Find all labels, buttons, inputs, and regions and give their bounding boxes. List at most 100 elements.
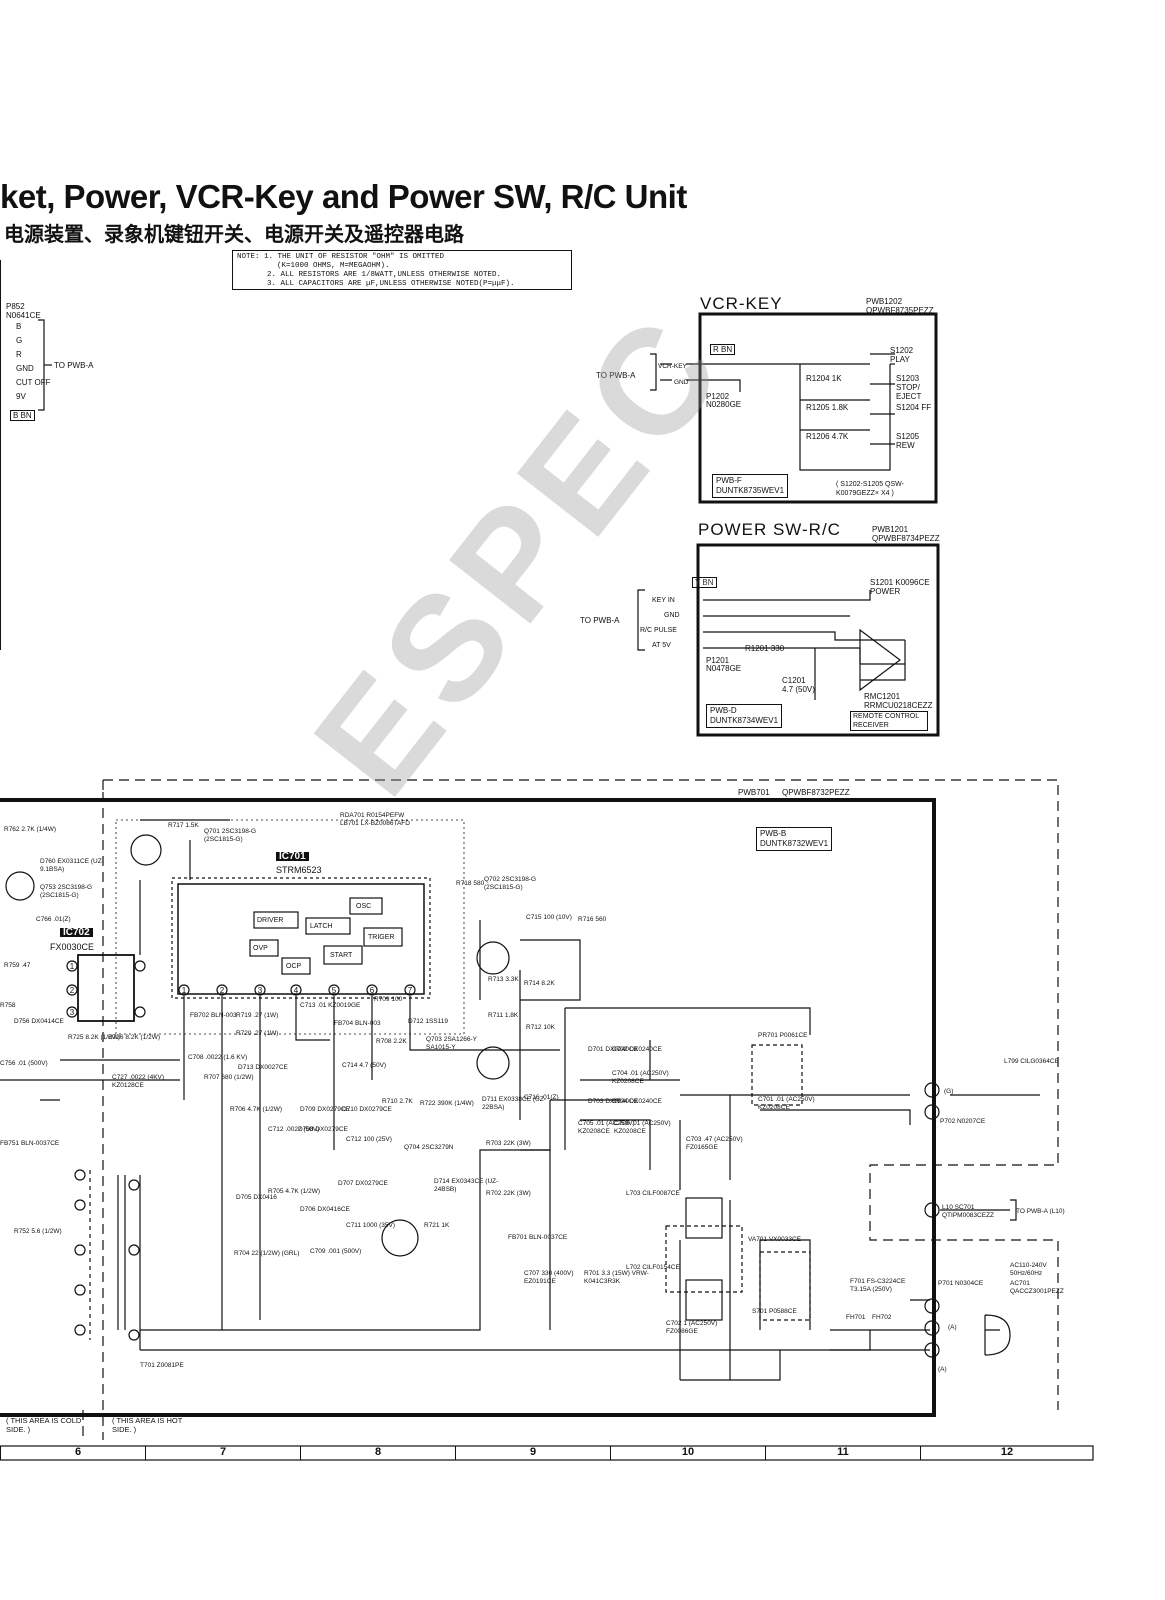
component-label: C712 .0022 (50V) [268,1126,320,1133]
left-connector-ref: P852 [6,302,25,311]
component-label: D702 DX0240CE [612,1046,662,1053]
vcr-key-pin-label: VCR-KEY [658,363,687,370]
left-pin: G [16,336,23,345]
page-subtitle: 电源装置、录象机键钮开关、电源开关及遥控器电路 [4,224,464,246]
component-label: R706 4.7K (1/2W) [230,1106,283,1113]
svg-text:1: 1 [70,962,75,971]
ic701-part: STRM6523 [276,865,322,875]
component-label: C702 1 (AC250V) FZ0086GE [666,1320,718,1335]
component-label: L799 CILG0364CE [1004,1058,1059,1065]
power-sw-part: QPWBF8734PEZZ [872,534,940,543]
component-label: FH701 [846,1314,866,1321]
svg-text:7: 7 [408,986,413,995]
ic-block: LATCH [310,923,333,930]
power-sw-pin-label: KEY IN [652,597,675,604]
component-label: (A) [948,1324,957,1331]
note-line: (K=1000 OHMS, M=MEGAOHM). [277,262,390,270]
component-label: R714 8.2K [524,980,555,987]
vcr-key-resistor: R1205 1.8K [806,403,849,412]
component-label: RDA701 R0154PEFW LB701 LX-BZ0086TAFD [340,812,410,827]
note-line: NOTE: 1. THE UNIT OF RESISTOR "OHM" IS O… [237,253,445,261]
cold-side-note: ( THIS AREA IS COLD SIDE. ) [6,1416,82,1434]
main-part: QPWBF8732PEZZ [782,788,850,797]
svg-text:4: 4 [294,986,299,995]
component-label: R725 8.2K (1/2W) [68,1034,121,1041]
component-label: R719 .27 (1W) [236,1012,279,1019]
main-pwb: PWB701 [738,788,770,797]
ic-block: START [330,952,353,959]
component-label: C706 .01 (AC250V) KZ0208CE [614,1120,671,1135]
ic701-label: IC701 [276,852,309,862]
power-sw-pwb: PWB1201 [872,525,909,534]
vcr-key-to: TO PWB-A [596,371,636,380]
component-label: FB701 BLN-0037CE [508,1234,568,1241]
component-label: C704 .01 (AC250V) KZ0208CE [612,1070,669,1085]
component-label: D711 EX0338CE (UZ-22BSA) [482,1096,546,1111]
vcr-key-resistor: R1206 4.7K [806,432,849,441]
main-board-part: DUNTK8732WEV1 [760,839,829,848]
component-label: R713 3.3K [488,976,519,983]
ruler-cell: 10 [610,1446,765,1460]
component-label: R703 22K (3W) [486,1140,531,1147]
ruler-cell: 7 [145,1446,300,1460]
component-label: C712 100 (25V) [346,1136,392,1143]
vcr-key-board-part: DUNTK8735WEV1 [716,486,785,495]
component-label: R752 5.6 (1/2W) [14,1228,62,1235]
power-sw-board-name: PWB-D [710,706,737,715]
component-label: L702 CILF0154CE [626,1264,680,1271]
svg-text:3: 3 [258,986,263,995]
ic-block: OSC [356,903,372,910]
component-label: R720 .27 (1W) [236,1030,279,1037]
ic-block: OCP [286,963,302,970]
component-label: F701 FS-C3224CE T3.15A (250V) [850,1278,906,1293]
vcr-key-switch-note: ( S1202-S1205 QSW-K0079GEZZ× X4 ) [836,481,904,497]
power-sw-switch: S1201 K0096CE POWER [870,578,930,596]
component-label: R762 2.7K (1/4W) [4,826,57,833]
vcr-key-switch: S1204 FF [896,403,932,412]
svg-text:3: 3 [70,1008,75,1017]
component-label: D707 DX0279CE [338,1180,388,1187]
component-label: R717 1.5K [168,822,199,829]
component-label: R758 [0,1002,16,1009]
left-connector-to: TO PWB-A [54,361,94,370]
main-board: PWB-B DUNTK8732WEV1 [756,827,833,851]
component-label: Q702 2SC3198-G (2SC1815-G) [484,876,537,891]
component-label: FH702 [872,1314,892,1321]
component-label: (A) [938,1366,947,1373]
component-label: R711 1.8K [488,1012,519,1019]
vcr-key-header: VCR-KEY [700,294,783,313]
component-label: VA701 VX0033CE [748,1236,801,1243]
vcr-key-board: PWB-F DUNTK8735WEV1 [712,474,789,498]
vcr-key-resistor: R1204 1K [806,374,842,383]
main-board-name: PWB-B [760,829,787,838]
ruler-cell: 6 [0,1446,155,1460]
ic702-label: IC702 [60,928,93,938]
component-label: D701 DX0240CE [588,1046,638,1053]
component-label: R710 2.7K [382,1098,413,1105]
note-line: 2. ALL RESISTORS ARE 1/8WATT,UNLESS OTHE… [267,271,502,279]
page-title: ket, Power, VCR-Key and Power SW, R/C Un… [0,178,687,215]
svg-text:6: 6 [370,986,375,995]
component-label: D704 DX0240CE [612,1098,662,1105]
component-label: FB704 BLN-003 [334,1020,381,1027]
left-pin: GND [16,364,34,373]
component-label: C705 .01 (AC250V) KZ0208CE [578,1120,635,1135]
component-label: R709 100 [374,996,403,1003]
ic702-part: FX0030CE [50,942,95,952]
component-label: Q703 2SA1266-Y SA1015-Y [426,1036,477,1051]
power-sw-connector: P1201 [706,656,730,665]
ruler-cell: 9 [455,1446,610,1460]
vcr-key-switch: S1203 STOP/ EJECT [896,374,922,401]
component-label: D760 EX0311CE (UZ-9.1BSA) [40,858,104,873]
component-label: Q704 2SC3279N [404,1144,454,1151]
power-sw-resistor: R1201 330 [745,644,785,653]
component-label: C727 .0022 (4KV) KZ0128CE [112,1074,165,1089]
component-label: D713 DX0027CE [238,1064,288,1071]
component-label: Q753 2SC3198-G (2SC1815-G) [40,884,93,899]
power-sw-board-part: DUNTK8734WEV1 [710,716,779,725]
component-label: L703 CILF0087CE [626,1190,680,1197]
ruler-cell: 12 [920,1446,1093,1460]
component-label: D756 DX0414CE [14,1018,64,1025]
component-label: AC110-240V 50Hz/60Hz [1010,1262,1047,1277]
